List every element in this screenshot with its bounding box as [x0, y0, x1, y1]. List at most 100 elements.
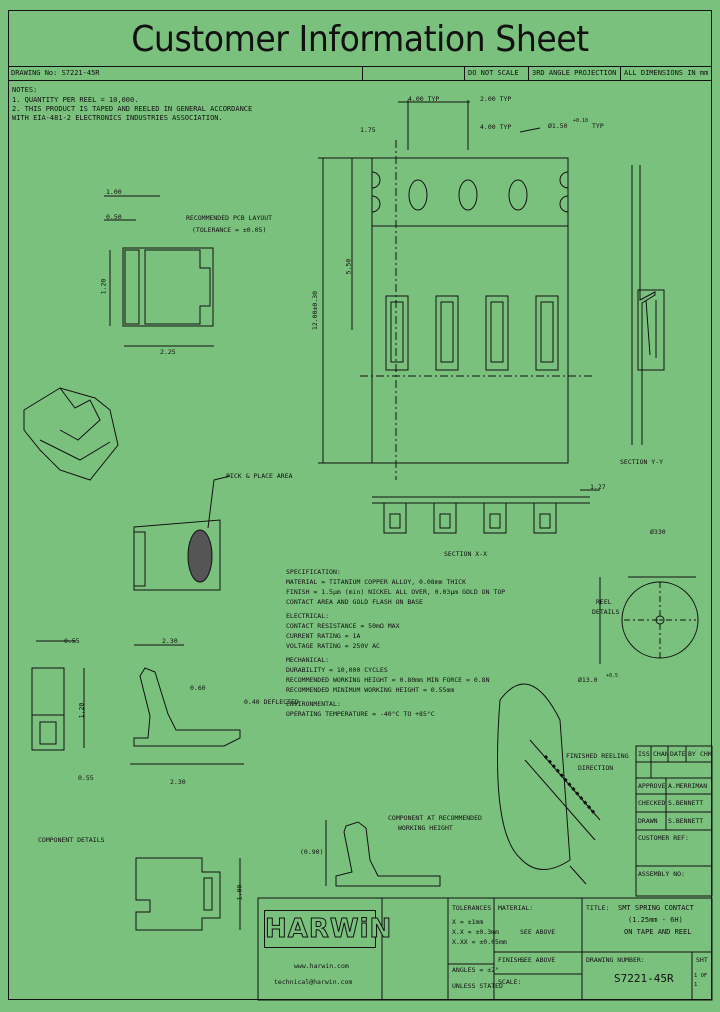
working-label-1: COMPONENT AT RECOMMENDED	[388, 814, 482, 822]
notes-line: WITH EIA-481-2 ELECTRONICS INDUSTRIES AS…	[12, 114, 223, 122]
rev-header: CHKD	[700, 750, 712, 758]
material-label: MATERIAL:	[498, 904, 534, 912]
spec-line: MATERIAL = TITANIUM COPPER ALLOY, 0.08mm…	[286, 578, 467, 586]
pick-place-label: PICK & PLACE AREA	[226, 472, 293, 480]
comp-dim-height: 1.00	[235, 884, 244, 901]
comp-dim-a: 0.55	[64, 637, 80, 645]
title-label: TITLE:	[586, 904, 610, 912]
header-projection: 3RD ANGLE PROJECTION	[528, 67, 624, 80]
spec-line: VOLTAGE RATING = 250V AC	[286, 642, 380, 650]
footprint-dim-width: 2.25	[160, 348, 176, 356]
spec-line: CONTACT RESISTANCE = 50mΩ MAX	[286, 622, 400, 630]
dim-127: 1.27	[590, 483, 606, 491]
spec-line: SPECIFICATION:	[286, 568, 341, 576]
page-title: Customer Information Sheet	[131, 19, 589, 60]
header-copyright	[362, 67, 450, 80]
dim-175: 1.75	[360, 126, 376, 134]
website-link[interactable]: www.harwin.com	[294, 962, 349, 970]
comp-dim-c: 0.60	[190, 684, 206, 692]
rev-row-label: CUSTOMER REF:	[638, 834, 689, 842]
reel-label-1: REEL	[596, 598, 612, 606]
finish-label: FINISH:	[498, 956, 526, 964]
carrier-tape	[371, 157, 569, 464]
spec-line: ENVIRONMENTAL:	[286, 700, 341, 708]
spec-line: CURRENT RATING = 1A	[286, 632, 361, 640]
reeling-label-2: DIRECTION	[578, 764, 614, 772]
sheet-value: 1 OF 1	[694, 973, 708, 988]
dim-hole: Ø1.50	[548, 122, 568, 130]
title-line: SMT SPRING CONTACT	[618, 904, 694, 912]
reel-hub-tol: +0.5	[606, 673, 619, 679]
rev-header: BY	[688, 750, 696, 758]
tolerance-line: X.XX = ±0.05mm	[452, 938, 507, 946]
tolerance-line: X.X = ±0.3mm	[452, 928, 499, 936]
header-units: ALL DIMENSIONS IN mm	[620, 67, 716, 80]
finish-value: SEE ABOVE	[520, 956, 556, 964]
harwin-logo: HARWiN	[264, 910, 392, 948]
rev-row-value: S.BENNETT	[668, 817, 704, 825]
component-details-label: COMPONENT DETAILS	[38, 836, 105, 844]
dim-pitch-b: 2.00 TYP	[480, 95, 512, 103]
section-xx-label: SECTION X-X	[444, 550, 488, 558]
rev-row-value: A.MERRIMAN	[668, 782, 708, 790]
reel-hub: Ø13.0	[578, 676, 598, 684]
rev-header: DATE	[670, 750, 686, 758]
dim-pitch-c: 4.00 TYP	[480, 123, 512, 131]
notes-heading: NOTES:	[12, 86, 38, 94]
dim-hole-typ: TYP	[592, 122, 604, 130]
comp-dim-d: 0.40 DEFLECTED	[244, 698, 299, 706]
rev-header: CHANGE	[653, 750, 668, 758]
spec-line: DURABILITY = 10,000 CYCLES	[286, 666, 388, 674]
notes-line: 1. QUANTITY PER REEL = 10,000.	[12, 96, 139, 104]
spec-line: MECHANICAL:	[286, 656, 330, 664]
rev-row-label: ASSEMBLY NO:	[638, 870, 685, 878]
spec-line: ELECTRICAL:	[286, 612, 330, 620]
title-line: (1.25mm - 6H)	[628, 916, 683, 924]
spec-line: CONTACT AREA AND GOLD FLASH ON BASE	[286, 598, 423, 606]
tolerance-line: UNLESS STATED	[452, 982, 503, 990]
footprint-label-1: RECOMMENDED PCB LAYOUT	[186, 214, 273, 222]
spec-line: FINISH = 1.5µm (min) NICKEL ALL OVER, 0.…	[286, 588, 506, 596]
comp-dim-g: 2.30	[170, 778, 186, 786]
scale-label: SCALE:	[498, 978, 522, 986]
email-link[interactable]: technical@harwin.com	[274, 978, 353, 986]
material-value: SEE ABOVE	[520, 928, 556, 936]
spec-line: RECOMMENDED WORKING HEIGHT = 0.80mm MIN …	[286, 676, 490, 684]
drawing-number: S7221-45R	[614, 972, 674, 985]
tolerance-line: ANGLES = ±2°	[452, 966, 499, 974]
section-yy-label: SECTION Y-Y	[620, 458, 664, 466]
header-drawing-no: DRAWING No: S7221-45R	[11, 69, 100, 77]
drawing-number-label: DRAWING NUMBER:	[586, 956, 645, 964]
dim-1200: 12.00±0.30	[311, 290, 320, 331]
comp-dim-side: (0.90)	[300, 848, 324, 856]
header-row: DRAWING No: S7221-45R DO NOT SCALE 3RD A…	[8, 66, 712, 81]
working-label-2: WORKING HEIGHT	[398, 824, 453, 832]
dim-550: 5.50	[344, 258, 353, 275]
tolerance-line: X = ±1mm	[452, 918, 484, 926]
footprint-label-2: (TOLERANCE = ±0.05)	[192, 226, 267, 234]
notes-line: 2. THIS PRODUCT IS TAPED AND REELED IN G…	[12, 105, 253, 113]
sheet-label: SHT	[696, 956, 708, 964]
rev-row-label: DRAWN	[638, 817, 658, 825]
rev-row-value: S.BENNETT	[668, 799, 704, 807]
header-do-not-scale: DO NOT SCALE	[464, 67, 532, 80]
comp-dim-e: 1.20	[77, 702, 86, 719]
comp-dim-b: 2.30	[162, 637, 178, 645]
footprint-dim-height: 1.20	[99, 278, 108, 295]
comp-dim-f: 0.55	[78, 774, 94, 782]
dim-pitch-a: 4.00 TYP	[408, 95, 440, 103]
footprint-dim-top: 1.00	[106, 188, 122, 196]
reel-label-2: DETAILS	[592, 608, 620, 616]
spec-line: RECOMMENDED MINIMUM WORKING HEIGHT = 0.5…	[286, 686, 455, 694]
reel-dia: Ø330	[650, 528, 666, 536]
rev-row-label: APPROVED	[638, 782, 666, 790]
tolerances-label: TOLERANCES	[452, 904, 492, 912]
reeling-label-1: FINISHED REELING	[566, 752, 629, 760]
footprint-dim-side: 0.50	[106, 213, 122, 221]
rev-row-label: CHECKED	[638, 799, 666, 807]
spec-line: OPERATING TEMPERATURE = -40°C TO +85°C	[286, 710, 435, 718]
title-line: ON TAPE AND REEL	[624, 928, 692, 936]
rev-header: ISS	[638, 750, 650, 758]
